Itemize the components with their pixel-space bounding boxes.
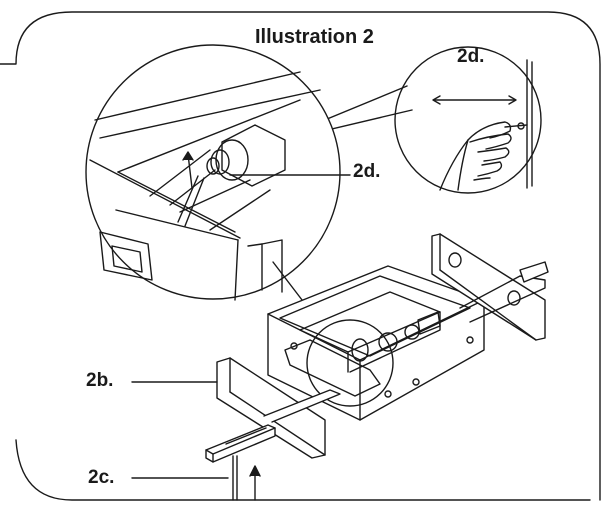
callout-2d-top: 2d. <box>457 46 485 67</box>
callout-2d-zoom: 2d. <box>353 161 381 182</box>
illustration-title: Illustration 2 <box>255 26 374 48</box>
callout-2b: 2b. <box>86 370 114 391</box>
lock-body <box>267 265 485 421</box>
right-rail <box>459 261 549 323</box>
frame-bottom <box>15 439 591 501</box>
callout-2c: 2c. <box>88 467 115 488</box>
left-rail <box>205 389 341 501</box>
zoom-target-circle <box>306 319 394 407</box>
frame-border <box>0 11 601 501</box>
zoom-circle <box>85 44 341 301</box>
left-panel <box>216 357 326 459</box>
right-plate <box>431 233 546 341</box>
detail-circle-hand <box>394 46 542 194</box>
